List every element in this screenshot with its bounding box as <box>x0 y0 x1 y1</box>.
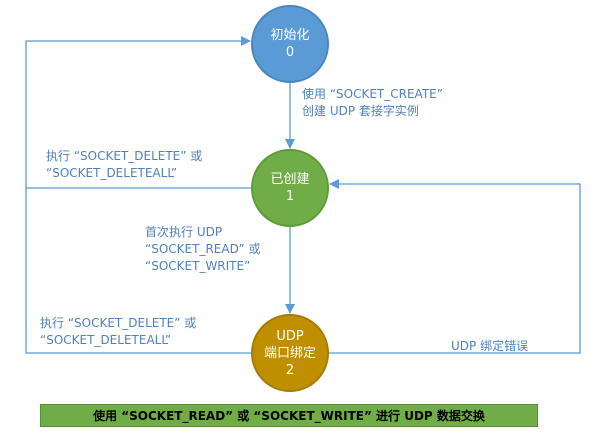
transition-label-create: 使用 “SOCKET_CREATE” 创建 UDP 套接字实例 <box>302 86 443 120</box>
state-created: 已创建 1 <box>251 149 329 227</box>
delete-created-line2: “SOCKET_DELETEALL” <box>46 166 178 180</box>
transition-label-read-write: 首次执行 UDP “SOCKET_READ” 或 “SOCKET_WRITE” <box>145 224 261 275</box>
banner-text: 使用 “SOCKET_READ” 或 “SOCKET_WRITE” 进行 UDP… <box>93 409 485 423</box>
arrow-created-to-init <box>25 36 251 189</box>
read-write-line1: 首次执行 UDP <box>145 225 223 239</box>
create-label-line2: 创建 UDP 套接字实例 <box>302 104 419 118</box>
state-bound-name-line1: UDP <box>276 328 304 344</box>
delete-created-line1: 执行 “SOCKET_DELETE” 或 <box>46 149 203 163</box>
data-exchange-banner: 使用 “SOCKET_READ” 或 “SOCKET_WRITE” 进行 UDP… <box>40 404 538 427</box>
transition-label-bind-error: UDP 绑定错误 <box>451 338 528 355</box>
state-created-name: 已创建 <box>270 172 310 187</box>
transition-label-delete-bound: 执行 “SOCKET_DELETE” 或 “SOCKET_DELETEALL” <box>40 315 196 349</box>
state-created-code: 1 <box>285 189 295 204</box>
state-udp-bound: UDP 端口绑定 2 <box>251 314 329 392</box>
state-initialized: 初始化 0 <box>251 5 329 83</box>
delete-bound-line2: “SOCKET_DELETEALL” <box>40 333 172 347</box>
state-bound-name-line2: 端口绑定 <box>263 345 316 361</box>
bind-error-text: UDP 绑定错误 <box>451 339 529 353</box>
read-write-line3: “SOCKET_WRITE” <box>145 259 251 273</box>
state-initialized-code: 0 <box>285 45 295 60</box>
state-bound-code: 2 <box>285 362 295 378</box>
read-write-line2: “SOCKET_READ” 或 <box>145 242 261 256</box>
state-initialized-name: 初始化 <box>270 28 310 43</box>
create-label-line1: 使用 “SOCKET_CREATE” <box>302 87 443 101</box>
arrow-bound-to-init <box>25 188 251 354</box>
transition-label-delete-created: 执行 “SOCKET_DELETE” 或 “SOCKET_DELETEALL” <box>46 148 202 182</box>
delete-bound-line1: 执行 “SOCKET_DELETE” 或 <box>40 316 197 330</box>
arrow-bound-to-created <box>329 179 581 354</box>
